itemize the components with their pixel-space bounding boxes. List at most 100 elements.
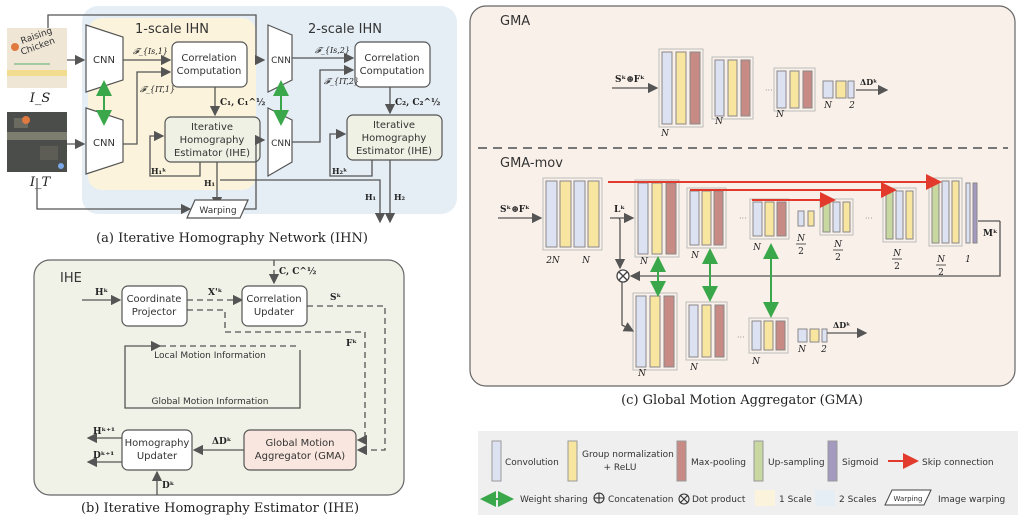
box-label: Correlation	[364, 53, 419, 64]
source-image: Raising Chicken	[7, 26, 67, 88]
channel-label-half-den: 2	[938, 268, 944, 278]
legend-label: Max-pooling	[691, 458, 746, 468]
channel-label: N	[637, 369, 647, 379]
h2k-label: H₂ᵏ	[332, 166, 347, 176]
gma-block-3-layer-m	[802, 70, 813, 109]
gmamov-up-2-frame	[882, 187, 917, 243]
gma-block-1-layer-c	[661, 51, 673, 125]
gmamov-dec-2-layer-m	[714, 304, 725, 358]
gmamov-block-2-layer-m	[665, 182, 677, 255]
channel-label-half: N	[936, 255, 946, 265]
box-label: Global Motion	[266, 438, 335, 449]
gmamov-block-1-layer-g	[559, 180, 572, 248]
box-label: Homography	[125, 438, 190, 449]
box-label: Correlation	[181, 53, 236, 64]
correlation-computation-scale1	[171, 41, 248, 88]
gmamov-up-3-layer-g	[951, 180, 960, 244]
legend-label: Skip connection	[922, 458, 994, 468]
motion-loop	[124, 340, 301, 409]
gmamov-dec-1-layer-g	[649, 295, 661, 368]
gmamov-dec-3-layer-c	[751, 320, 762, 351]
hk1-label: Hᵏ⁺¹	[93, 427, 115, 437]
gmamov-block-2-layer-g	[651, 182, 663, 255]
target-image	[7, 112, 67, 172]
mask-feedback	[629, 221, 1001, 282]
gma-head-conv	[822, 80, 834, 99]
box-label: Coordinate	[127, 294, 182, 305]
feedback-loop	[329, 128, 373, 177]
gmamov-dec-head-conv	[797, 328, 808, 343]
channel-label: N	[751, 357, 761, 367]
dk1-label: Dᵏ⁺¹	[93, 451, 114, 461]
correlation-input-label: C, C^½	[279, 266, 316, 277]
gma-head-gn	[835, 80, 847, 99]
gmamov-block-1-layer-c	[573, 180, 586, 248]
legend-swatch-maxpool	[676, 440, 687, 482]
cnn-source-scale1	[85, 24, 124, 93]
gmamov-up-1-layer-c	[832, 201, 841, 233]
delta-dk-label: ΔDᵏ	[212, 437, 232, 447]
gma-output-label: ΔDᵏ	[860, 77, 877, 87]
channel-label: 2N	[545, 256, 561, 266]
panel-a-ihn: 1-scale IHN 2-scale IHN Raising Chicken …	[7, 6, 457, 246]
fk-path	[187, 309, 368, 446]
gmamov-up-1-layer-u	[822, 201, 831, 233]
gmamov-block-2-layer-c	[637, 182, 649, 255]
arrow	[244, 134, 266, 210]
dot-product-legend-icon	[678, 493, 690, 505]
gma-block-2-layer-g	[727, 59, 738, 117]
channel-label-half: N	[892, 249, 902, 259]
channel-label: N	[581, 256, 591, 266]
gmamov-dec-1-layer-c	[635, 295, 647, 368]
ellipsis: ···	[765, 86, 773, 95]
channel-label: N	[639, 257, 649, 267]
gmamov-up-1-frame	[819, 198, 854, 236]
ihe-box-scale2	[346, 114, 443, 161]
box-label: Projector	[132, 307, 177, 318]
box-label: Updater	[137, 451, 178, 462]
gma-block-2-layer-c	[714, 59, 725, 117]
box-label: Estimator (IHE)	[356, 146, 432, 157]
gmamov-up-2-layer-c	[895, 190, 904, 240]
fk-label: Fᵏ	[346, 339, 357, 349]
gmamov-block-1-layer-g	[587, 180, 600, 248]
gmamov-dec-3-layer-m	[775, 320, 786, 351]
legend-label: Group normalization	[582, 450, 674, 460]
feature-target-label: 𝓕_{IT,1}	[140, 85, 175, 94]
arrow	[36, 178, 192, 215]
gmamov-dec-head-gn	[809, 328, 820, 343]
box-label: Aggregator (GMA)	[255, 451, 346, 462]
gmamov-up-3-layer-u	[931, 180, 940, 244]
arrow	[621, 282, 635, 332]
source-image-label: I_S	[29, 91, 51, 106]
gmamov-block-4-layer-c	[752, 201, 763, 237]
gmamov-dec-3-layer-g	[763, 320, 774, 351]
legend-label: Image warping	[938, 495, 1005, 505]
sk-path	[307, 305, 386, 456]
gmamov-dec-3-frame	[748, 317, 789, 354]
correlation-computation-scale2	[354, 41, 431, 88]
gma-block-2-frame	[711, 56, 754, 120]
legend-label: Convolution	[505, 458, 559, 468]
channel-label-half: N	[833, 240, 843, 250]
gmamov-block-4-layer-m	[776, 201, 787, 237]
legend-label: + ReLU	[604, 463, 637, 473]
gma-block-2-layer-m	[740, 59, 751, 117]
channel-label: N	[690, 251, 700, 261]
gmamov-block-3-layer-c	[689, 190, 700, 246]
cnn-label: CNN	[93, 55, 115, 66]
panel-b-ihe: IHE Hᵏ Coordinate Projector X'ᵏ C, C^½ C…	[33, 259, 405, 516]
global-motion-label: Global Motion Information	[151, 397, 268, 407]
cnn-source-scale2	[267, 24, 293, 93]
legend-label: Weight sharing	[520, 495, 588, 505]
homography-updater	[121, 429, 193, 471]
ellipsis: ···	[865, 214, 873, 223]
h1-output-label: H₁	[365, 192, 376, 202]
box-label: Homography	[362, 133, 427, 144]
gmamov-dec-1-layer-m	[663, 295, 675, 368]
ellipsis: ···	[737, 333, 745, 342]
gmamov-block-1-layer-c	[545, 180, 558, 248]
channel-label: N	[714, 117, 724, 127]
